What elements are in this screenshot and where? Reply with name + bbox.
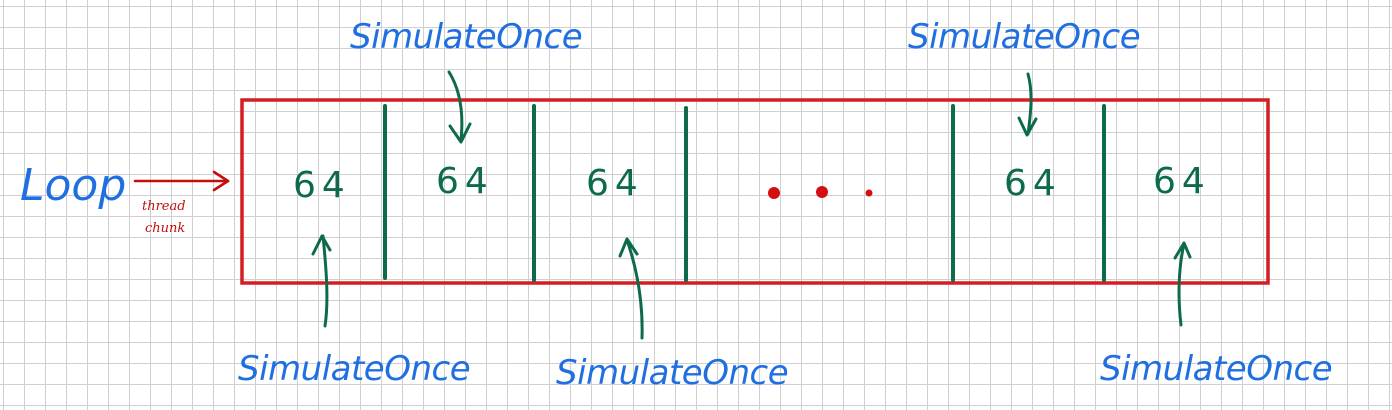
simulate-once-label: SimulateOnce [556,353,788,393]
simulate-once-arrow [1173,241,1192,327]
thread-chunk-label-line2: chunk [145,221,185,236]
cell-value: 64 [1004,163,1062,204]
simulate-once-arrow [311,234,332,328]
simulate-once-label: SimulateOnce [908,17,1140,57]
simulate-once-arrow [447,70,472,144]
cell-value: 64 [436,161,494,202]
simulate-once-label: SimulateOnce [238,349,470,389]
simulate-once-arrow [618,237,644,340]
simulate-once-label: SimulateOnce [1100,349,1332,389]
loop-label: Loop [20,160,126,211]
cell-value: 64 [1153,161,1211,202]
simulate-once-label: SimulateOnce [350,17,582,57]
chunk-outline [240,98,1270,285]
thread-chunk-label-line1: thread [142,199,186,214]
simulate-once-arrow [1017,72,1038,137]
ellipsis [768,186,873,199]
thread-chunk-arrow [133,170,230,192]
cell-value: 64 [293,165,351,206]
cell-value: 64 [586,163,644,204]
